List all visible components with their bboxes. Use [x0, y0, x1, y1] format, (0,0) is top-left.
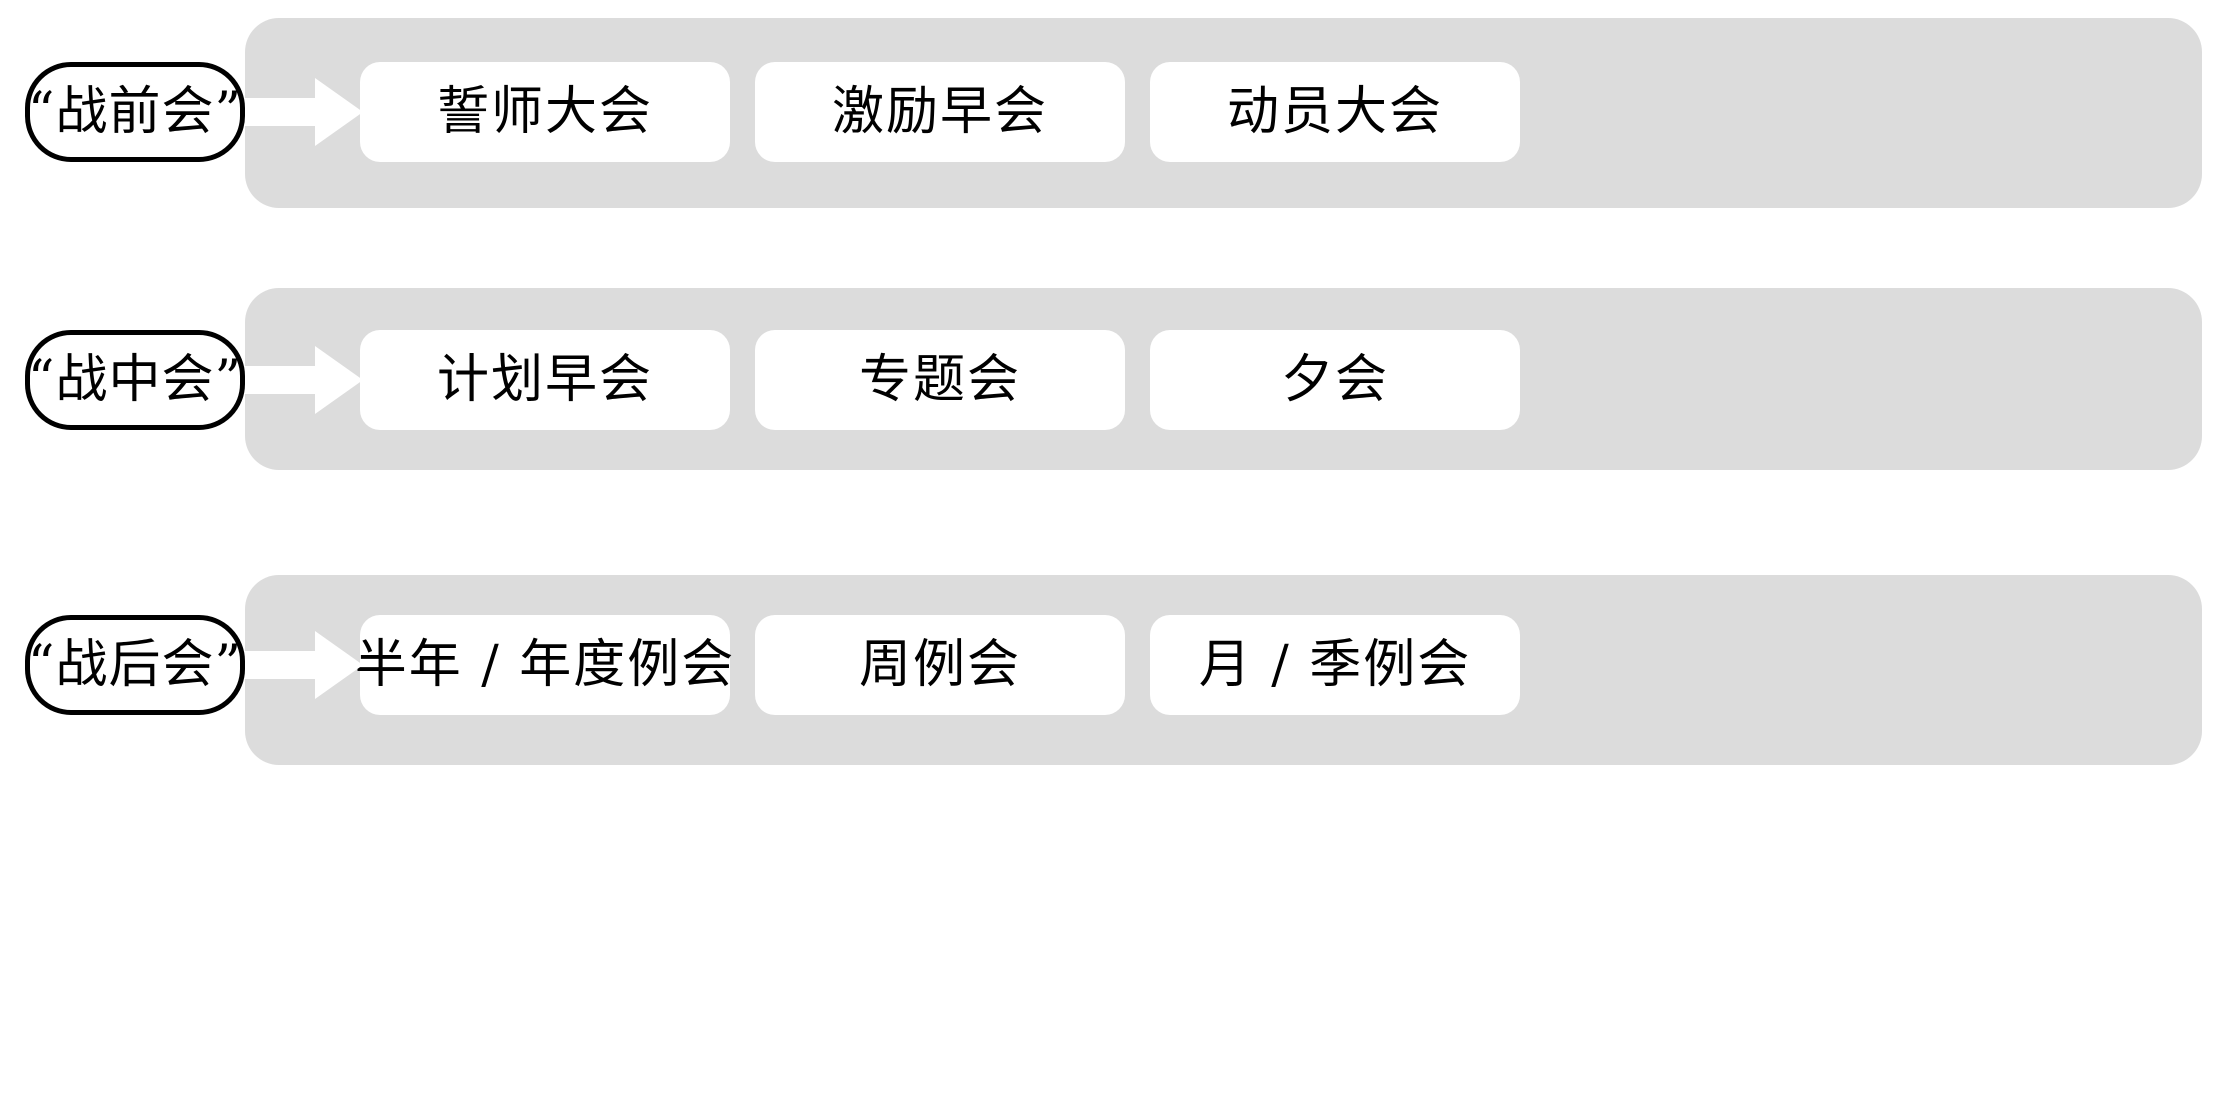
row-2-card-3[interactable]: 夕会: [1150, 330, 1520, 430]
process-row-3: “战后会” 半年 / 年度例会 周例会 月 / 季例会: [0, 0, 2234, 765]
row-2-right-arrow-icon: [243, 346, 363, 414]
row-2-label-pill[interactable]: “战中会”: [25, 330, 245, 430]
row-2-card-1[interactable]: 计划早会: [360, 330, 730, 430]
row-1-card-3[interactable]: 动员大会: [1150, 62, 1520, 162]
row-3-card-2-text: 周例会: [858, 635, 1021, 695]
row-1-right-arrow-icon: [243, 78, 363, 146]
row-1-card-1-text: 誓师大会: [436, 82, 653, 142]
row-1-card-2-text: 激励早会: [831, 82, 1048, 142]
row-2-card-2-text: 专题会: [858, 350, 1021, 410]
row-3-card-1-text: 半年 / 年度例会: [354, 635, 736, 695]
row-3-card-3[interactable]: 月 / 季例会: [1150, 615, 1520, 715]
row-2-card-2[interactable]: 专题会: [755, 330, 1125, 430]
row-2-card-1-text: 计划早会: [436, 350, 653, 410]
row-1-label-text: “战前会”: [27, 82, 243, 142]
process-row-1: “战前会” 誓师大会 激励早会 动员大会: [0, 0, 2234, 300]
row-1-card-2[interactable]: 激励早会: [755, 62, 1125, 162]
process-row-2: “战中会” 计划早会 专题会 夕会: [0, 0, 2234, 470]
row-1-label-pill[interactable]: “战前会”: [25, 62, 245, 162]
row-3-card-1[interactable]: 半年 / 年度例会: [355, 615, 733, 715]
row-3-right-arrow-icon: [243, 631, 363, 699]
row-2-card-3-text: 夕会: [1280, 350, 1389, 410]
row-3-card-2[interactable]: 周例会: [755, 615, 1125, 715]
row-3-card-3-text: 月 / 季例会: [1198, 635, 1472, 695]
row-1-card-3-text: 动员大会: [1226, 82, 1443, 142]
row-3-label-pill[interactable]: “战后会”: [25, 615, 245, 715]
row-2-label-text: “战中会”: [27, 350, 243, 410]
row-3-label-text: “战后会”: [27, 635, 243, 695]
row-1-card-1[interactable]: 誓师大会: [360, 62, 730, 162]
